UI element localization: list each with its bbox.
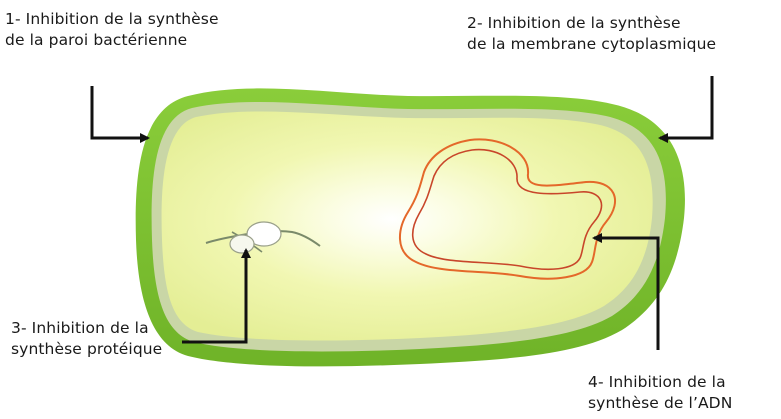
label-cell-wall-line2: de la paroi bactérienne	[5, 30, 219, 51]
label-dna-line2: synthèse de l’ADN	[588, 393, 732, 414]
ribosome-small-subunit	[230, 235, 254, 253]
cytoplasm	[162, 111, 653, 340]
arrow-cell-wall	[92, 86, 148, 138]
label-cell-wall-inhibition: 1- Inhibition de la synthèse de la paroi…	[5, 9, 219, 51]
label-membrane-line1: 2- Inhibition de la synthèse	[467, 13, 716, 34]
label-membrane-inhibition: 2- Inhibition de la synthèse de la membr…	[467, 13, 716, 55]
label-protein-line2: synthèse protéique	[11, 339, 162, 360]
label-dna-line1: 4- Inhibition de la	[588, 372, 732, 393]
label-cell-wall-line1: 1- Inhibition de la synthèse	[5, 9, 219, 30]
arrow-membrane	[660, 76, 712, 138]
label-membrane-line2: de la membrane cytoplasmique	[467, 34, 716, 55]
label-dna-synthesis-inhibition: 4- Inhibition de la synthèse de l’ADN	[588, 372, 732, 414]
label-protein-line1: 3- Inhibition de la	[11, 318, 162, 339]
label-protein-synthesis-inhibition: 3- Inhibition de la synthèse protéique	[11, 318, 162, 360]
